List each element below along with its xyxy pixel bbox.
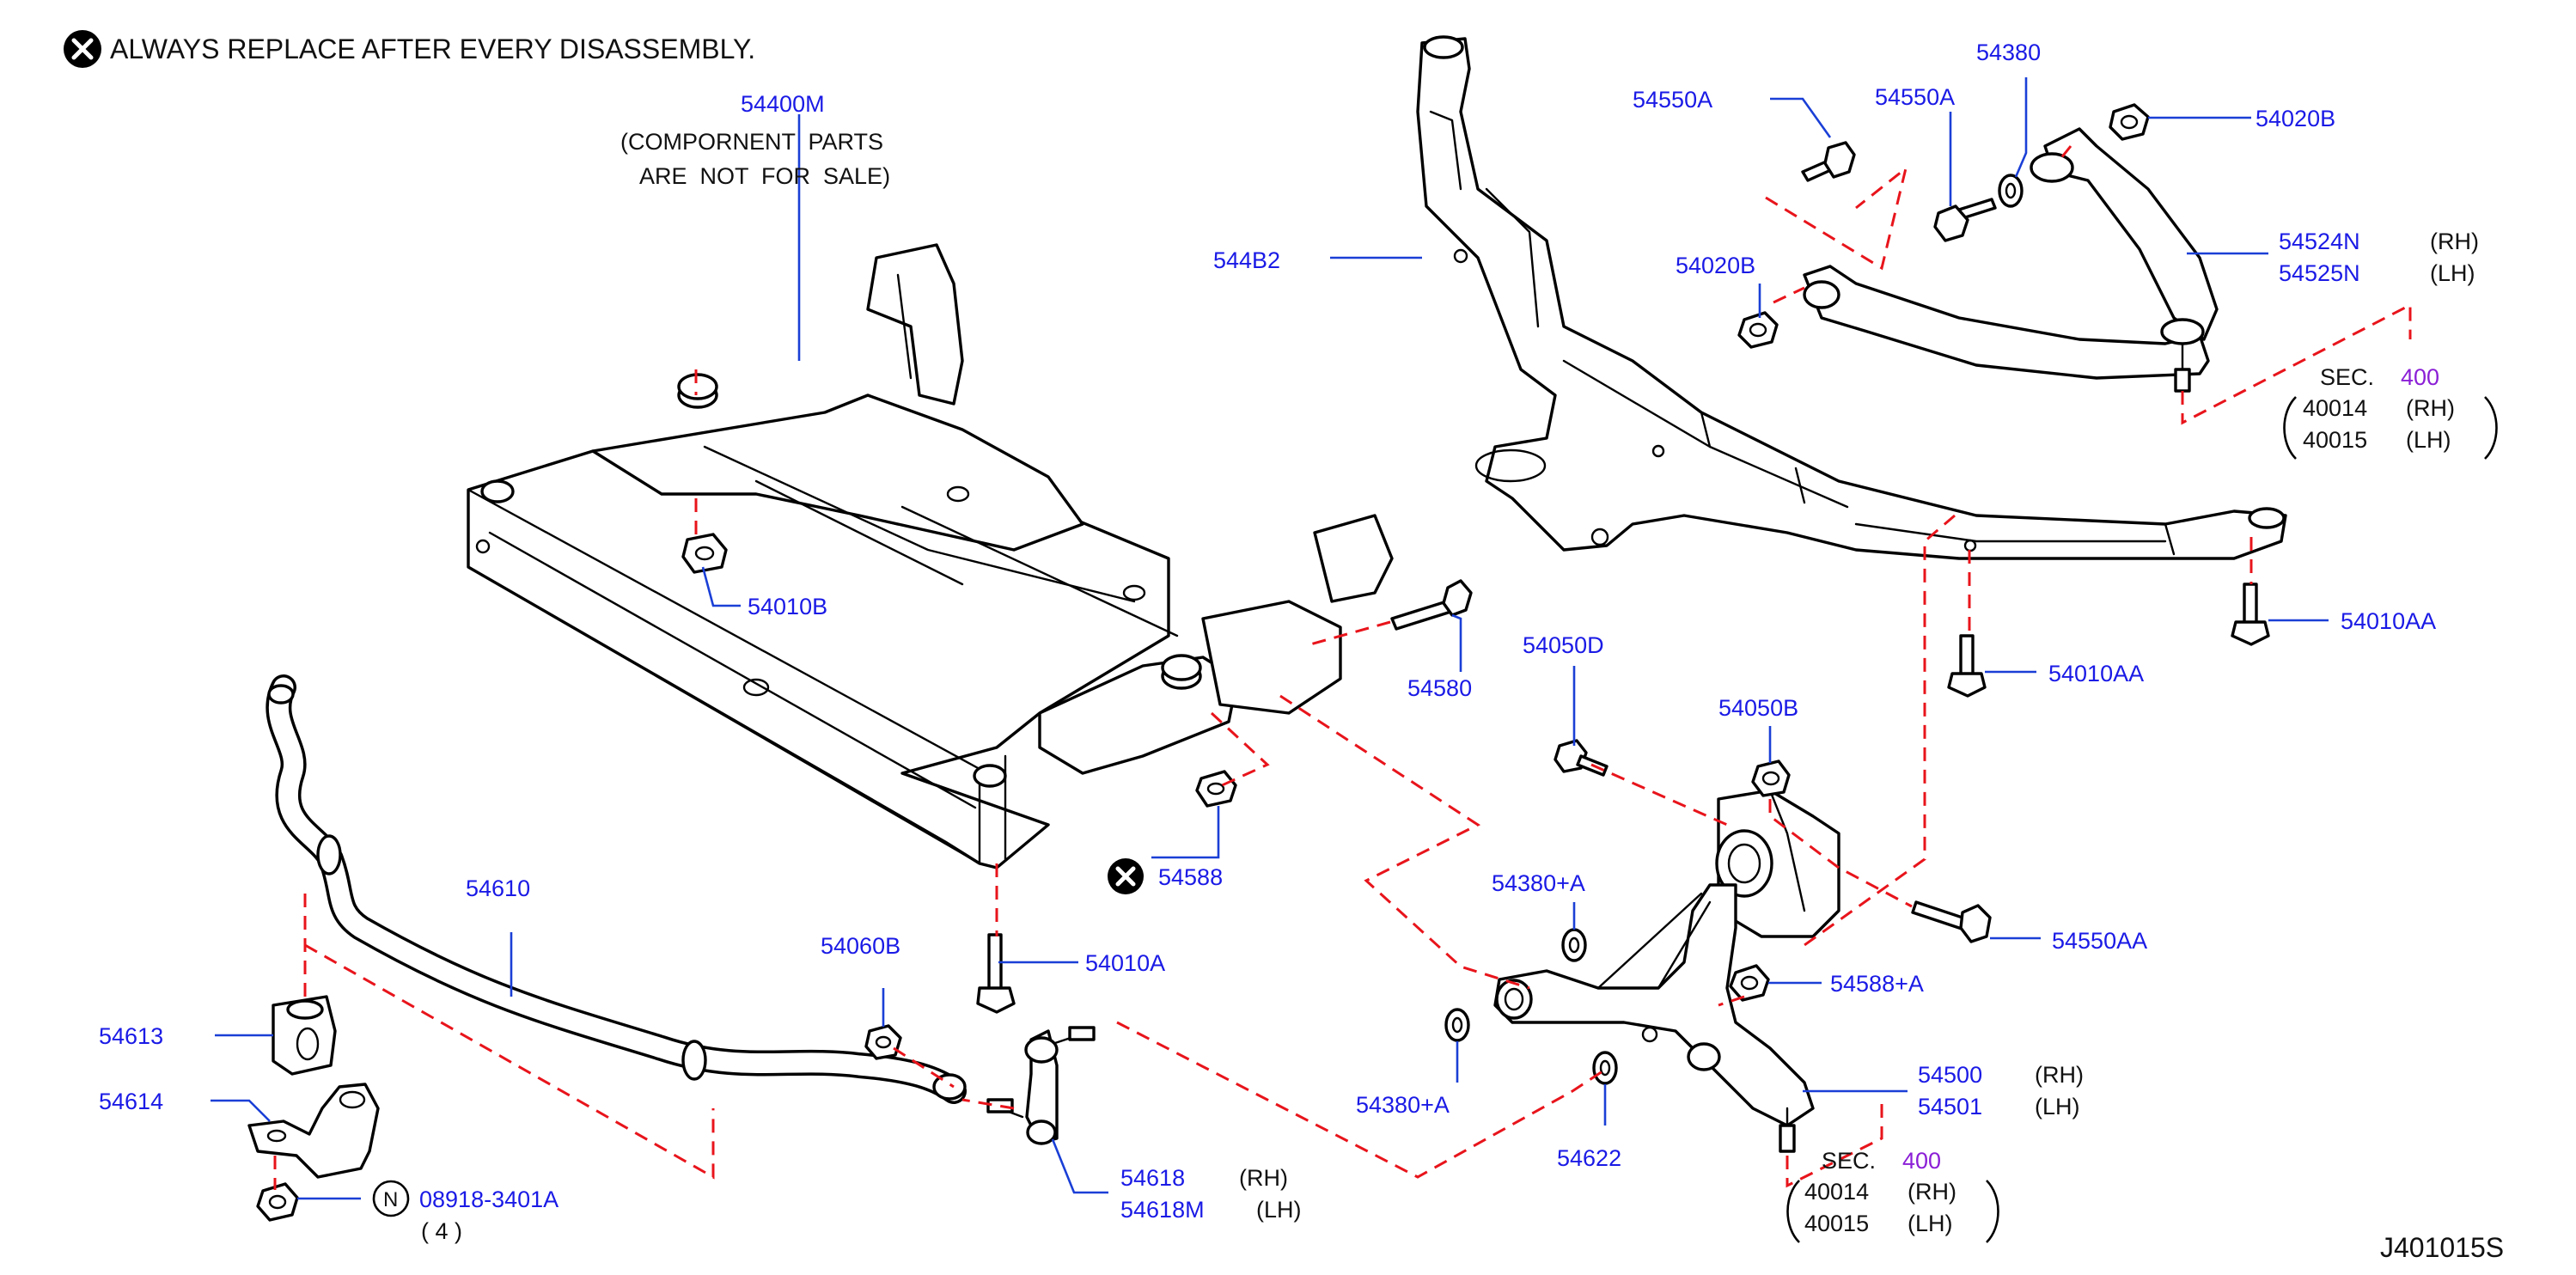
label-54618-rh: (RH)	[1239, 1165, 1288, 1191]
washer-54380	[1998, 174, 2024, 208]
fasteners	[256, 103, 2270, 1222]
bolt-54050d	[1554, 739, 1608, 777]
sec-lower-label: SEC.	[1822, 1148, 1876, 1174]
nut-54010b	[681, 533, 728, 574]
sec-upper-label: SEC.	[2320, 364, 2374, 390]
label-54501: 54501	[1918, 1094, 1982, 1119]
label-08918-qty: ( 4 )	[421, 1218, 462, 1244]
label-54380a-bottom: 54380+A	[1356, 1092, 1450, 1118]
replace-note-text: ALWAYS REPLACE AFTER EVERY DISASSEMBLY.	[110, 34, 755, 64]
stabilizer-link	[986, 1026, 1096, 1145]
label-54610: 54610	[466, 875, 530, 901]
label-54500: 54500	[1918, 1062, 1982, 1088]
sec-upper-40015: 40015	[2303, 427, 2367, 453]
sec-lower-lh: (LH)	[1908, 1211, 1953, 1236]
bushing-54613	[272, 995, 337, 1076]
bolt-54550a-mid	[1933, 198, 1997, 242]
stabilizer-bar	[266, 674, 967, 1104]
washer-54380a-top	[1561, 928, 1587, 962]
diagram-id: J401015S	[2380, 1232, 2504, 1263]
bolt-54550aa	[1911, 900, 1992, 943]
nut-54588a	[1729, 964, 1770, 1002]
label-54622: 54622	[1557, 1145, 1621, 1171]
label-54618m-lh: (LH)	[1256, 1197, 1302, 1223]
lower-arm	[1493, 883, 1815, 1153]
part-labels: 54400M (COMPORNENT PARTS ARE NOT FOR SAL…	[99, 40, 2479, 1244]
crossmember-544b2	[1416, 35, 2287, 560]
label-54010a: 54010A	[1085, 950, 1165, 976]
assembly-dash-lines	[273, 145, 2412, 1190]
label-54050b: 54050B	[1718, 695, 1798, 721]
label-54501-lh: (LH)	[2035, 1094, 2080, 1119]
washer-54380a-bottom	[1444, 1008, 1470, 1042]
nut-08918	[256, 1182, 299, 1222]
label-54580: 54580	[1407, 675, 1472, 701]
bolt-54010aa-right	[2231, 583, 2270, 646]
label-54524n: 54524N	[2279, 229, 2360, 254]
leader-lines	[211, 77, 2329, 1200]
bolt-54010a	[976, 933, 1016, 1014]
label-54060b: 54060B	[821, 933, 900, 959]
sec-lower-rh: (RH)	[1908, 1179, 1956, 1205]
label-54588: 54588	[1158, 864, 1223, 890]
label-frame-note-1: (COMPORNENT PARTS	[620, 129, 883, 155]
nut-54020b-mid	[1737, 311, 1779, 349]
section-ref-upper: SEC. 400 40014 (RH) 40015 (LH)	[2283, 364, 2498, 460]
label-54380: 54380	[1976, 40, 2041, 65]
sec-upper-rh: (RH)	[2406, 395, 2455, 421]
label-54618: 54618	[1120, 1165, 1185, 1191]
label-54400m: 54400M	[741, 91, 825, 117]
label-54618m: 54618M	[1120, 1197, 1205, 1223]
nut-54060b	[864, 1024, 902, 1060]
bolt-54580	[1390, 579, 1473, 631]
label-54550a-left: 54550A	[1633, 87, 1712, 113]
bolt-54010aa-mid	[1947, 634, 1987, 698]
sec-lower-40014: 40014	[1804, 1179, 1869, 1205]
label-08918: 08918-3401A	[419, 1187, 559, 1212]
sec-upper-number: 400	[2401, 364, 2439, 390]
label-54588a: 54588+A	[1830, 971, 1924, 997]
nut-54588	[1195, 770, 1237, 808]
label-54550aa: 54550AA	[2052, 928, 2147, 954]
sec-lower-number: 400	[1902, 1148, 1941, 1174]
label-frame-note-2: ARE NOT FOR SALE)	[639, 163, 890, 189]
label-54020b-mid: 54020B	[1676, 253, 1755, 278]
bolt-54550a-left	[1801, 141, 1856, 182]
label-54525n: 54525N	[2279, 260, 2360, 286]
label-54550a-mid: 54550A	[1875, 84, 1955, 110]
knuckle-bracket	[1715, 789, 1840, 938]
n-mark-icon	[372, 1180, 410, 1217]
sec-lower-40015: 40015	[1804, 1211, 1869, 1236]
upper-link-arm	[1803, 127, 2219, 393]
clamp-54614	[247, 1083, 380, 1179]
nut-54050b	[1751, 760, 1791, 797]
label-n-mark: N	[383, 1188, 398, 1211]
sec-upper-lh: (LH)	[2406, 427, 2451, 453]
label-54010b: 54010B	[748, 594, 827, 619]
label-54010aa-right: 54010AA	[2341, 608, 2436, 634]
washer-54622	[1592, 1051, 1618, 1085]
label-54614: 54614	[99, 1089, 163, 1114]
front-subframe	[467, 243, 1394, 869]
replace-note: ALWAYS REPLACE AFTER EVERY DISASSEMBLY.	[64, 30, 755, 68]
label-54050d: 54050D	[1523, 632, 1604, 658]
label-54020b-top: 54020B	[2256, 106, 2335, 131]
label-54525n-lh: (LH)	[2430, 260, 2475, 286]
label-54500-rh: (RH)	[2035, 1062, 2084, 1088]
sec-upper-40014: 40014	[2303, 395, 2367, 421]
label-54524n-rh: (RH)	[2430, 229, 2479, 254]
label-544b2: 544B2	[1213, 247, 1280, 273]
nut-54020b-top	[2109, 103, 2150, 141]
label-54380a-top: 54380+A	[1492, 870, 1585, 896]
label-54010aa-mid: 54010AA	[2048, 661, 2144, 686]
section-ref-lower: SEC. 400 40014 (RH) 40015 (LH)	[1786, 1148, 1999, 1243]
label-54613: 54613	[99, 1023, 163, 1049]
